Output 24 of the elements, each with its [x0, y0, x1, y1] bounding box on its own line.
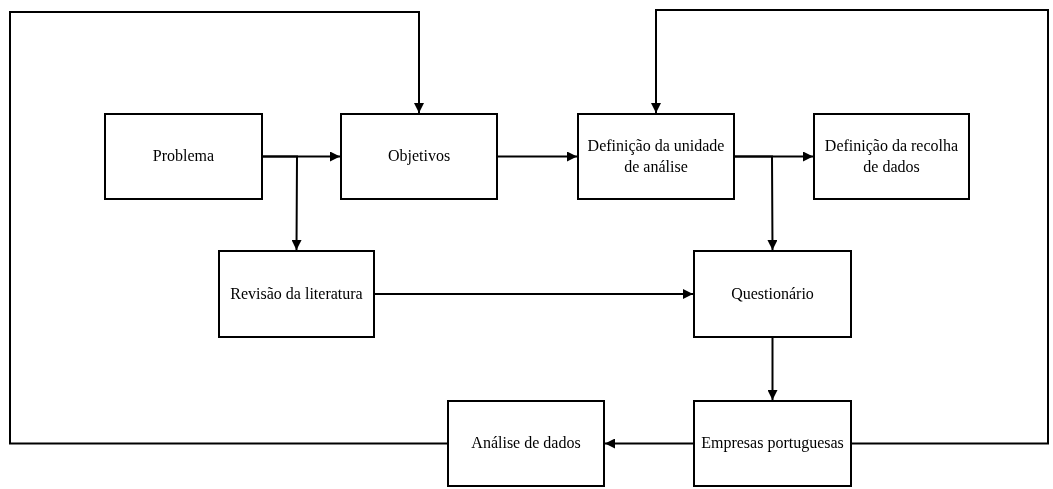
box-label: Questionário: [731, 283, 814, 304]
box-label: Definição da unidade de análise: [586, 135, 726, 177]
box-label: Definição da recolha de dados: [823, 135, 960, 177]
arrow: [374, 289, 694, 299]
process-box: [693, 400, 852, 487]
arrow: [604, 438, 694, 449]
arrow: [262, 155, 302, 251]
process-box: [104, 113, 263, 200]
process-box: [218, 250, 375, 338]
process-box: [340, 113, 498, 200]
arrow: [651, 9, 1049, 445]
box-label: Problema: [152, 146, 215, 167]
process-box: [447, 400, 605, 487]
box-label: Empresas portuguesas: [701, 433, 844, 454]
box-label: Revisão da literatura: [230, 283, 363, 304]
process-box: [577, 113, 735, 200]
process-box: [693, 250, 852, 338]
arrow: [497, 151, 578, 162]
box-label: Objetivos: [387, 146, 451, 167]
arrow: [9, 11, 448, 445]
process-box: [813, 113, 970, 200]
box-label: Análise de dados: [471, 433, 581, 454]
arrow: [767, 337, 778, 401]
arrow: [734, 155, 778, 251]
